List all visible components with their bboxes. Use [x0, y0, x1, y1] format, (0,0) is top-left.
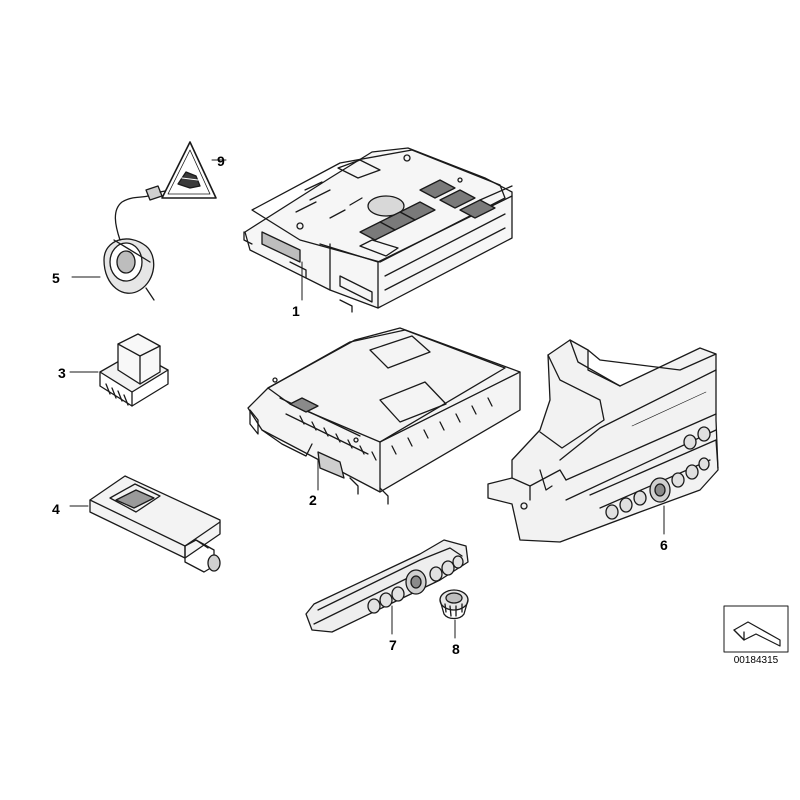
reference-code: 00184315 — [733, 655, 779, 666]
part-7-control-panel — [305, 539, 469, 635]
callout-3: 3 — [58, 365, 66, 381]
callout-5: 5 — [52, 270, 60, 286]
part-1-dvd-drive — [243, 147, 513, 313]
part-3-module — [69, 333, 169, 407]
part-4-module — [69, 475, 221, 573]
part-5-microphone — [71, 185, 171, 301]
callout-8: 8 — [452, 641, 460, 657]
part-8-knob — [439, 589, 469, 639]
callout-4: 4 — [52, 501, 60, 517]
part-2-navigation-unit — [247, 327, 521, 505]
callout-2: 2 — [309, 492, 317, 508]
callout-1: 1 — [292, 303, 300, 319]
callout-7: 7 — [389, 637, 397, 653]
reference-box — [723, 605, 789, 653]
callout-9: 9 — [217, 153, 225, 169]
part-6-control-unit — [487, 339, 719, 543]
part-9-warning-label — [161, 141, 227, 199]
callout-6: 6 — [660, 537, 668, 553]
